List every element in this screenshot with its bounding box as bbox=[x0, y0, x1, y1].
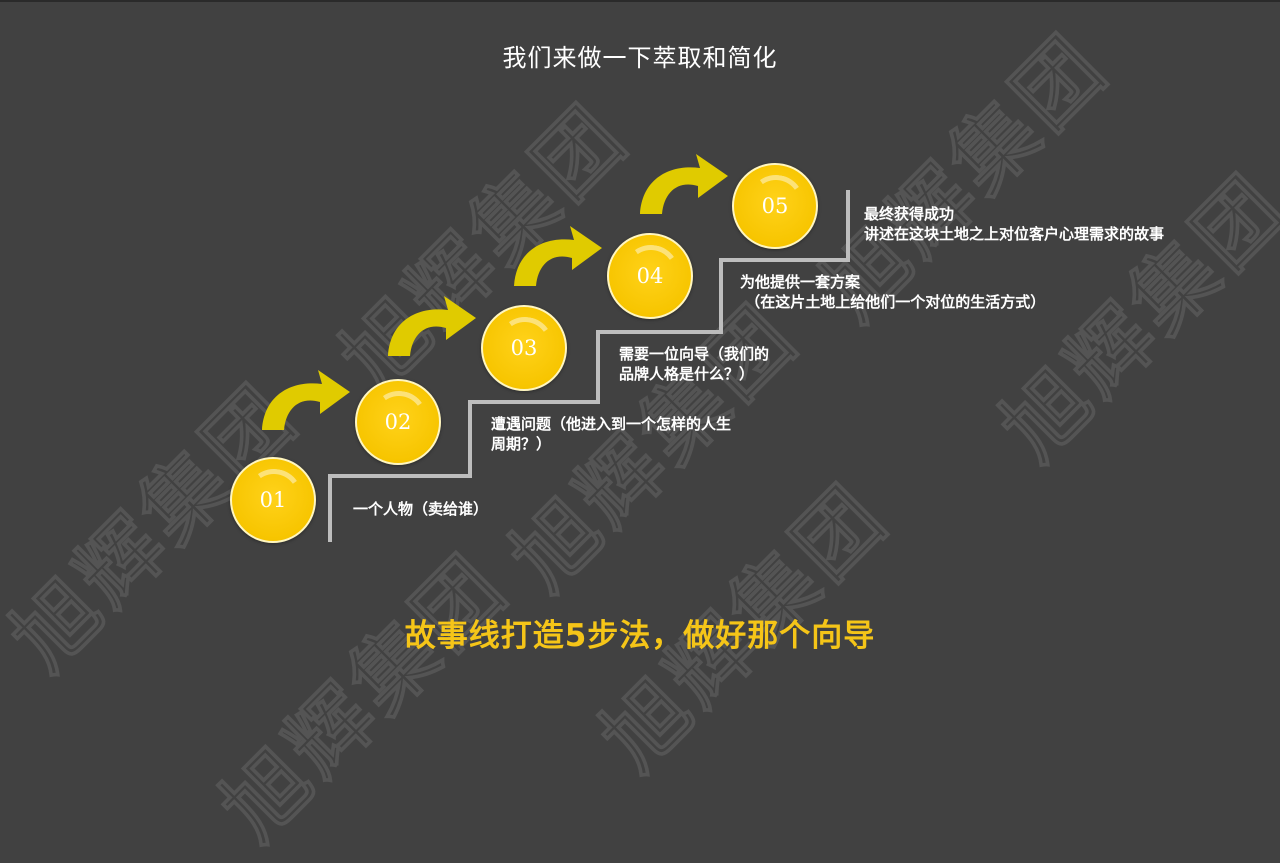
step-text-03: 需要一位向导（我们的 品牌人格是什么？） bbox=[619, 345, 770, 383]
step-circle-01: 01 bbox=[230, 457, 316, 543]
curved-arrow-icon bbox=[262, 370, 350, 430]
step-circle-02: 02 bbox=[355, 379, 441, 465]
curved-arrow-icon bbox=[388, 296, 476, 356]
step-text-02: 遭遇问题（他进入到一个怎样的人生 周期？） bbox=[491, 415, 732, 453]
step-number: 05 bbox=[761, 194, 789, 218]
staircase-line bbox=[328, 190, 850, 542]
step-number: 01 bbox=[259, 488, 287, 512]
curved-arrow-icon bbox=[514, 226, 602, 286]
step-text-05: 最终获得成功 讲述在这块土地之上对位客户心理需求的故事 bbox=[864, 205, 1165, 243]
tagline: 故事线打造5步法，做好那个向导 bbox=[404, 618, 876, 654]
step-number: 04 bbox=[636, 264, 664, 288]
step-number: 03 bbox=[510, 336, 538, 360]
step-number: 02 bbox=[384, 410, 412, 434]
slide-title: 我们来做一下萃取和简化 bbox=[502, 44, 778, 72]
step-text-01: 一个人物（卖给谁） bbox=[353, 500, 489, 518]
step-text-04: 为他提供一套方案 （在这片土地上给他们一个对位的生活方式） bbox=[740, 273, 1046, 311]
step-circle-04: 04 bbox=[607, 233, 693, 319]
step-circle-03: 03 bbox=[481, 305, 567, 391]
step-circle-05: 05 bbox=[732, 163, 818, 249]
curved-arrow-icon bbox=[640, 154, 728, 214]
